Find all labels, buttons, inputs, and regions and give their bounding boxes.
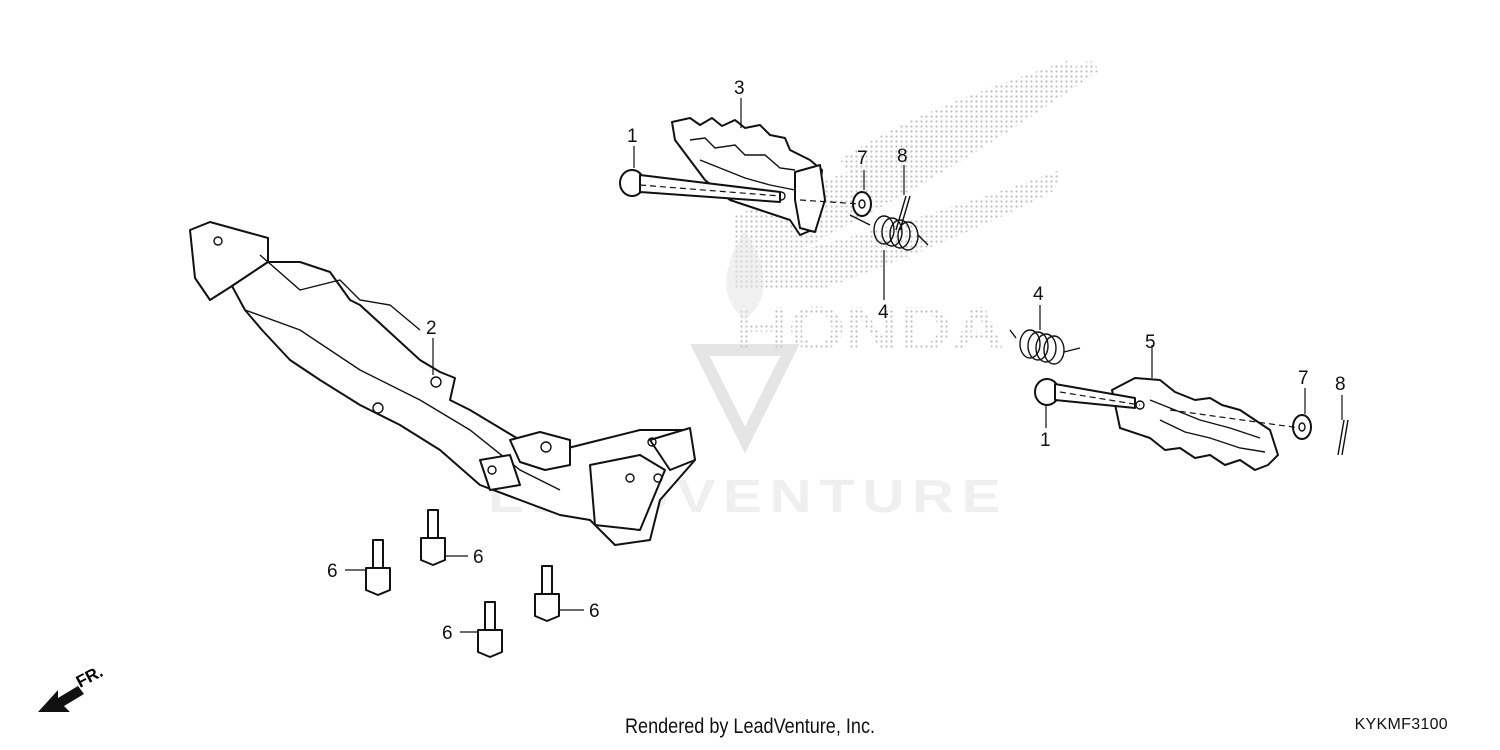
step-bar-bracket — [189, 221, 696, 546]
front-arrow-icon — [38, 686, 84, 712]
callout-8: 8 — [897, 146, 908, 167]
bolt-2 — [420, 509, 446, 566]
left-pin — [619, 169, 781, 203]
callout-7: 7 — [1298, 368, 1309, 389]
callout-7: 7 — [857, 148, 868, 169]
callout-6: 6 — [327, 561, 338, 582]
rendered-by-credit: Rendered by LeadVenture, Inc. — [624, 715, 876, 738]
leadventure-logo-icon — [690, 344, 800, 454]
diagram-code: KYKMF3100 — [1354, 716, 1448, 733]
right-footpeg — [1111, 377, 1279, 471]
leader-lines — [345, 98, 1343, 633]
left-cotter-pin — [895, 195, 911, 231]
callout-6: 6 — [589, 601, 600, 622]
callout-3: 3 — [734, 78, 745, 99]
front-direction-indicator: FR. — [38, 662, 106, 712]
left-spring — [849, 214, 929, 251]
bolt-3 — [534, 565, 560, 622]
callout-1: 1 — [1040, 430, 1051, 451]
right-spring — [1009, 329, 1081, 365]
bolt-4 — [477, 601, 503, 658]
callout-5: 5 — [1145, 332, 1156, 353]
callout-6: 6 — [473, 547, 484, 568]
right-pin — [1034, 378, 1136, 409]
bolt-1 — [365, 539, 391, 596]
right-cotter-pin — [1337, 419, 1349, 456]
left-washer — [852, 191, 872, 217]
callout-8: 8 — [1335, 374, 1346, 395]
callout-4: 4 — [878, 302, 889, 323]
honda-wing-watermark: HONDA — [735, 60, 1100, 364]
left-footpeg — [671, 117, 826, 236]
right-washer — [1292, 414, 1312, 440]
callout-1: 1 — [627, 126, 638, 147]
callout-4: 4 — [1033, 284, 1044, 305]
callout-2: 2 — [426, 318, 437, 339]
callout-6: 6 — [442, 623, 453, 644]
